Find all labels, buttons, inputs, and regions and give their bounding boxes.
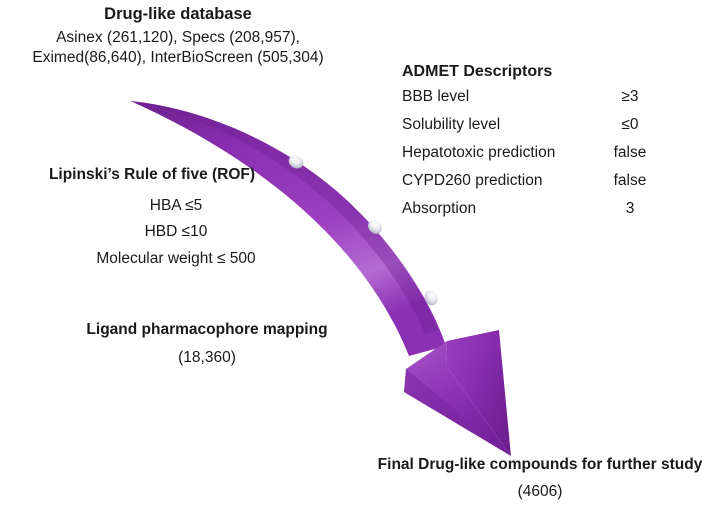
lipinski-rules: HBA ≤5 HBD ≤10 Molecular weight ≤ 500 — [26, 190, 326, 269]
final-compounds-count: (4606) — [517, 483, 563, 500]
database-title: Drug-like database — [104, 5, 252, 23]
ligand-mapping-title: Ligand pharmacophore mapping — [86, 321, 328, 338]
final-compounds-title: Final Drug-like compounds for further st… — [377, 456, 703, 473]
admet-row: CYPD260 prediction false — [402, 172, 702, 200]
admet-label-hepatotoxic-prediction: Hepatotoxic prediction — [402, 144, 556, 161]
admet-value-bbb-level: ≥3 — [621, 88, 639, 105]
lipinski-rule-hbd: HBD ≤10 — [144, 223, 208, 241]
admet-value-absorption: 3 — [625, 200, 635, 217]
ligand-mapping-count: (18,360) — [178, 349, 236, 366]
admet-row: Absorption 3 — [402, 200, 702, 228]
arrow-head-left — [404, 341, 511, 456]
database-source-line-1: Asinex (261,120), Specs (208,957), — [56, 29, 300, 46]
admet-value-cypd260-prediction: false — [613, 172, 647, 189]
arrow-bead — [288, 155, 304, 169]
admet-value-solubility-level: ≤0 — [621, 116, 639, 133]
admet-title: ADMET Descriptors — [402, 63, 553, 80]
arrow-head-right — [446, 330, 511, 456]
admet-label-absorption: Absorption — [402, 200, 477, 217]
admet-row: Solubility level ≤0 — [402, 116, 702, 144]
lipinski-rule-mw: Molecular weight ≤ 500 — [96, 249, 256, 267]
database-sources: Asinex (261,120), Specs (208,957), Exime… — [4, 28, 352, 69]
admet-label-solubility-level: Solubility level — [402, 116, 501, 133]
admet-row: BBB level ≥3 — [402, 88, 702, 116]
admet-value-hepatotoxic-prediction: false — [613, 144, 647, 161]
admet-label-bbb-level: BBB level — [402, 88, 470, 105]
arrow-bead — [424, 290, 438, 306]
arrow-head-barb — [404, 369, 511, 456]
database-source-line-2: Eximed(86,640), InterBioScreen (505,304) — [32, 49, 324, 67]
admet-row: Hepatotoxic prediction false — [402, 144, 702, 172]
admet-label-cypd260-prediction: CYPD260 prediction — [402, 172, 543, 189]
lipinski-title: Lipinski’s Rule of five (ROF) — [48, 166, 256, 183]
admet-descriptors-table: ADMET Descriptors BBB level ≥3 Solubilit… — [402, 63, 702, 228]
arrow-bead — [368, 220, 382, 234]
lipinski-rule-hba: HBA ≤5 — [149, 197, 203, 214]
